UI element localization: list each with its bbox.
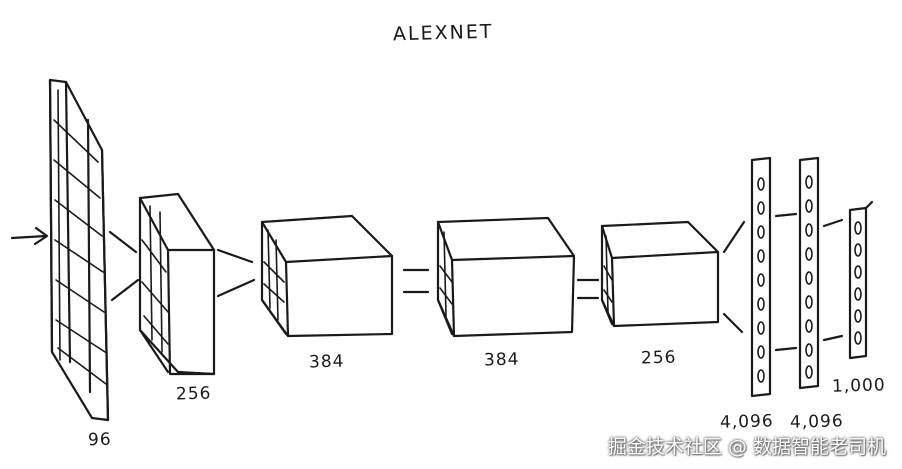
connector-5-fc1-top [722,220,746,254]
label-conv2: 256 [175,383,212,405]
connector-fc2-fc3-top [822,218,844,228]
connector-fc1-fc2-bottom [774,346,798,352]
label-fc2: 4,096 [789,411,844,433]
connector-1-2-bottom [110,278,140,302]
layer-fc2-shape [798,156,820,390]
label-fc3: 1,000 [831,375,886,397]
connector-5-fc1-bottom [722,312,744,334]
layer-fc1-shape [750,156,772,398]
connector-1-2-top [108,230,138,254]
layer-conv2-shape [138,192,216,376]
layer-fc3-shape [848,200,874,360]
label-conv5: 256 [640,347,677,369]
layer-conv1-shape [48,78,110,422]
layer-conv4-shape [436,216,576,338]
layer-conv5-shape [600,220,720,328]
input-arrow [10,226,49,246]
connector-2-3-top [216,248,254,264]
layer-conv3-shape [260,214,394,338]
watermark: 掘金技术社区 @ 数据智能老司机 [607,436,886,458]
connector-2-3-bottom [216,278,256,298]
label-conv4: 384 [483,349,520,371]
label-conv1: 96 [87,429,112,451]
connector-fc2-fc3-bottom [822,334,844,342]
label-fc1: 4,096 [719,411,774,433]
connector-fc1-fc2-top [774,212,798,218]
label-conv3: 384 [308,351,345,373]
diagram-title: ALEXNET [392,20,494,46]
